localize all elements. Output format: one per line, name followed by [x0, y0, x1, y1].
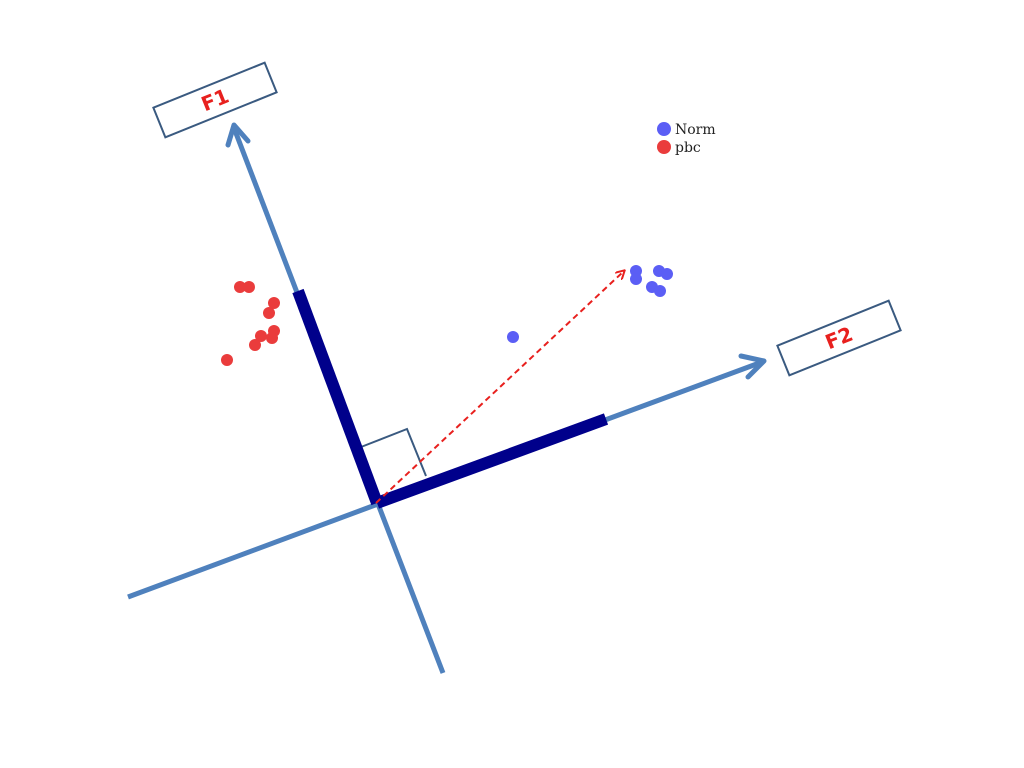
legend-marker-norm: [657, 122, 671, 136]
legend: Norm pbc: [657, 122, 716, 156]
f2-arrowhead: [738, 353, 767, 380]
pbc-point: [243, 281, 255, 293]
f2-label-box: F2: [776, 299, 902, 377]
norm-point: [630, 273, 642, 285]
pbc-point: [263, 307, 275, 319]
original-axis-horizontal: [127, 501, 379, 600]
mean-difference-vector: [375, 271, 624, 504]
pbc-point: [255, 330, 267, 342]
pbc-point: [249, 339, 261, 351]
norm-points: [507, 265, 673, 343]
legend-label-norm: Norm: [675, 122, 716, 138]
pbc-points: [221, 281, 280, 366]
norm-point: [507, 331, 519, 343]
legend-label-pbc: pbc: [675, 140, 701, 156]
norm-point: [654, 285, 666, 297]
legend-marker-pbc: [657, 140, 671, 154]
original-axis-vertical: [375, 503, 446, 674]
f2-projection-bar: [374, 413, 609, 509]
norm-point: [661, 268, 673, 280]
pbc-point: [268, 297, 280, 309]
f1-arrowhead: [225, 122, 251, 148]
f1-label-box: F1: [152, 61, 278, 139]
f1-projection-bar: [292, 288, 383, 506]
pbc-point: [221, 354, 233, 366]
pbc-point: [234, 281, 246, 293]
right-angle-marker: [360, 427, 427, 477]
pbc-point: [266, 332, 278, 344]
